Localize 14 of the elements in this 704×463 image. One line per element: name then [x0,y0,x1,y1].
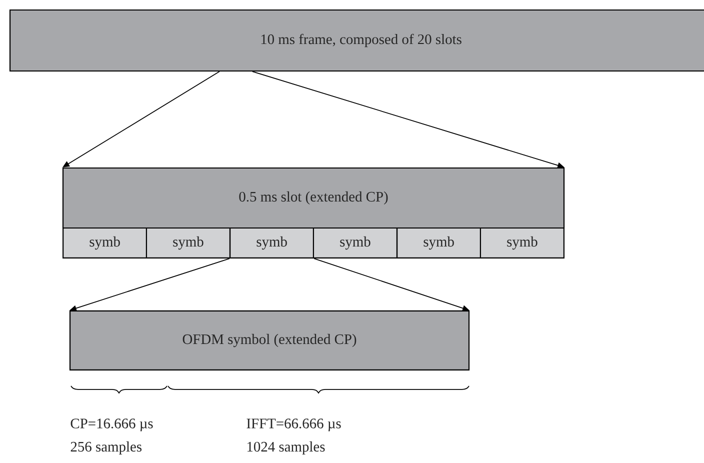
block-box: 0.5 ms slot (extended CP) [62,167,565,229]
symbol-cell: symb [396,227,482,259]
symbol-cell: symb [146,227,230,259]
arrow [62,71,220,168]
note-text: CP=16.666 µs [70,418,153,432]
note-text: IFFT=66.666 µs [246,418,341,432]
symbol-cell: symb [230,227,314,259]
symbol-cell: symb [62,227,148,259]
block-box: 10 ms frame, composed of 20 slots [9,9,704,72]
symbol-cell: symb [480,227,564,259]
block-box: OFDM symbol (extended CP) [69,310,470,371]
note-text: 256 samples [70,441,142,455]
note-text: 1024 samples [247,441,325,455]
symbol-cell: symb [312,227,398,259]
